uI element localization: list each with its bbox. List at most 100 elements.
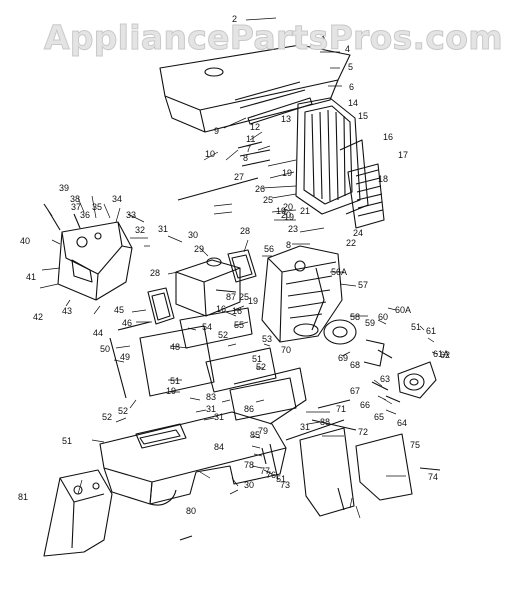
callout-46: 46 [122, 318, 132, 328]
callout-8: 8 [243, 153, 248, 163]
callout-39: 39 [59, 183, 69, 193]
callout-56: 56 [264, 244, 274, 254]
callout-18: 18 [378, 174, 388, 184]
callout-78: 78 [244, 460, 254, 470]
callout-67: 67 [350, 386, 360, 396]
callout-48: 48 [170, 342, 180, 352]
callout-61a: 61A [433, 349, 449, 359]
callout-52: 52 [102, 412, 112, 422]
bracket-part [179, 307, 253, 349]
callout-40: 40 [20, 236, 30, 246]
callout-49: 49 [120, 352, 130, 362]
callout-70: 70 [281, 345, 291, 355]
callout-16: 16 [232, 306, 242, 316]
callout-17: 17 [398, 150, 408, 160]
callout-24: 24 [353, 228, 363, 238]
callout-34: 34 [112, 194, 122, 204]
callout-3: 3 [320, 32, 325, 42]
callout-62: 62 [440, 350, 450, 360]
callout-20: 20 [281, 210, 291, 220]
fuel-tank-part [175, 257, 241, 317]
callout-19: 19 [282, 168, 292, 178]
callout-20: 20 [283, 202, 293, 212]
grille-part [295, 97, 385, 229]
callout-71: 71 [336, 404, 346, 414]
callout-19: 19 [276, 206, 286, 216]
callout-59: 59 [365, 318, 375, 328]
callout-25: 25 [239, 292, 249, 302]
callout-31: 31 [158, 224, 168, 234]
callout-64: 64 [397, 418, 407, 428]
callout-30: 30 [244, 480, 254, 490]
callout-85: 85 [250, 430, 260, 440]
brake-part [397, 361, 437, 399]
callout-19: 19 [248, 296, 258, 306]
callout-31: 31 [300, 422, 310, 432]
callout-60: 60 [378, 312, 388, 322]
callout-29: 29 [194, 244, 204, 254]
callout-23: 23 [288, 224, 298, 234]
callout-87: 87 [226, 292, 236, 302]
callout-72: 72 [358, 427, 368, 437]
callout-7: 7 [246, 144, 251, 154]
callout-5: 5 [348, 62, 353, 72]
callout-66: 66 [360, 400, 370, 410]
callout-13: 13 [281, 114, 291, 124]
belt-guard-part [227, 249, 257, 283]
callout-52: 52 [256, 362, 266, 372]
callout-60a: 60A [395, 305, 411, 315]
callout-63: 63 [380, 374, 390, 384]
callout-19: 19 [166, 386, 176, 396]
callout-79: 79 [258, 426, 268, 436]
callout-33: 33 [126, 210, 136, 220]
callout-58: 58 [350, 312, 360, 322]
side-panel-part [355, 433, 413, 501]
front-axle-part [43, 469, 113, 557]
callout-11: 11 [246, 134, 255, 144]
callout-51: 51 [411, 322, 421, 332]
rod-part [177, 177, 259, 201]
callout-80: 80 [186, 506, 196, 516]
callout-15: 15 [358, 111, 368, 121]
callout-30: 30 [188, 230, 198, 240]
callout-53: 53 [262, 334, 272, 344]
callout-16: 16 [383, 132, 393, 142]
callout-28: 28 [150, 268, 160, 278]
callout-86: 86 [244, 404, 254, 414]
callout-19: 19 [284, 212, 294, 222]
callout-51: 51 [276, 474, 286, 484]
callout-45: 45 [114, 305, 124, 315]
callout-77: 77 [260, 466, 270, 476]
callout-74: 74 [428, 472, 438, 482]
callout-68: 68 [350, 360, 360, 370]
callout-84: 84 [214, 442, 224, 452]
callout-25: 25 [263, 195, 273, 205]
callout-51: 51 [170, 376, 180, 386]
callout-2: 2 [232, 14, 237, 24]
callout-12: 12 [250, 122, 260, 132]
pulley-part [323, 319, 385, 367]
callout-75: 75 [410, 440, 420, 450]
callout-57: 57 [358, 280, 368, 290]
callout-52: 52 [218, 330, 228, 340]
callout-37: 37 [71, 202, 81, 212]
callout-65: 65 [374, 412, 384, 422]
callout-69: 69 [338, 353, 348, 363]
callout-81: 81 [18, 492, 28, 502]
callout-36: 36 [80, 210, 90, 220]
callout-38: 38 [70, 194, 80, 204]
callout-32: 32 [135, 225, 145, 235]
callout-31: 31 [206, 404, 216, 414]
callout-21: 21 [300, 206, 310, 216]
callout-8: 8 [286, 240, 291, 250]
callout-9: 9 [214, 126, 219, 136]
callout-35: 35 [92, 202, 102, 212]
callout-50: 50 [100, 344, 110, 354]
callout-83: 83 [206, 392, 216, 402]
callout-4: 4 [345, 44, 350, 54]
callout-26: 26 [255, 184, 265, 194]
callout-42: 42 [33, 312, 43, 322]
